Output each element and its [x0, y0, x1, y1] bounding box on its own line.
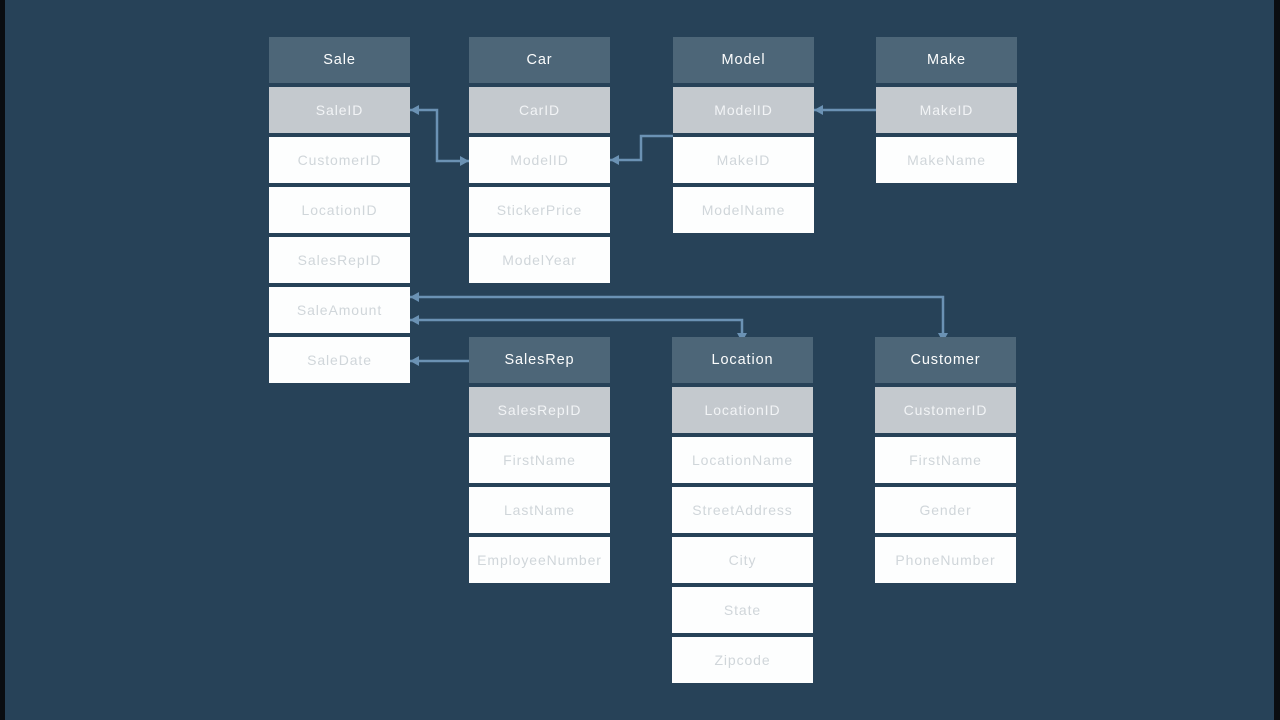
table-title-location: Location	[672, 337, 813, 383]
letterbox-bar-right	[1274, 0, 1280, 720]
field-location-city: City	[672, 537, 813, 583]
connector-arrowhead	[410, 292, 419, 302]
field-salesrep-employeenumber: EmployeeNumber	[469, 537, 610, 583]
field-make-makename: MakeName	[876, 137, 1017, 183]
table-title-model: Model	[673, 37, 814, 83]
table-title-car: Car	[469, 37, 610, 83]
connector-arrowhead	[410, 105, 419, 115]
connector-car-modelid-to-model-modelid	[610, 134, 673, 162]
connector-arrowhead	[460, 156, 469, 166]
field-car-modelyear: ModelYear	[469, 237, 610, 283]
table-title-salesrep: SalesRep	[469, 337, 610, 383]
letterbox-bar-left	[0, 0, 5, 720]
field-model-makeid: MakeID	[673, 137, 814, 183]
connector-arrowhead	[410, 315, 419, 325]
connector-sale-to-location	[410, 318, 744, 335]
connector-arrowhead	[814, 105, 823, 115]
field-customer-phonenumber: PhoneNumber	[875, 537, 1016, 583]
table-title-sale: Sale	[269, 37, 410, 83]
field-location-state: State	[672, 587, 813, 633]
connector-sale-saleid-to-car-modelid	[410, 108, 469, 163]
connector-arrowhead	[410, 356, 419, 366]
field-make-makeid: MakeID	[876, 87, 1017, 133]
field-sale-saledate: SaleDate	[269, 337, 410, 383]
field-location-locationname: LocationName	[672, 437, 813, 483]
field-customer-customerid: CustomerID	[875, 387, 1016, 433]
field-sale-saleamount: SaleAmount	[269, 287, 410, 333]
field-car-carid: CarID	[469, 87, 610, 133]
field-sale-customerid: CustomerID	[269, 137, 410, 183]
connector-sale-to-customer	[410, 295, 945, 335]
connector-arrowhead	[610, 155, 619, 165]
field-sale-locationid: LocationID	[269, 187, 410, 233]
field-sale-salesrepid: SalesRepID	[269, 237, 410, 283]
field-customer-gender: Gender	[875, 487, 1016, 533]
field-location-locationid: LocationID	[672, 387, 813, 433]
field-salesrep-salesrepid: SalesRepID	[469, 387, 610, 433]
field-salesrep-lastname: LastName	[469, 487, 610, 533]
field-location-streetaddress: StreetAddress	[672, 487, 813, 533]
field-sale-saleid: SaleID	[269, 87, 410, 133]
field-customer-firstname: FirstName	[875, 437, 1016, 483]
field-model-modelname: ModelName	[673, 187, 814, 233]
field-car-stickerprice: StickerPrice	[469, 187, 610, 233]
field-car-modelid: ModelID	[469, 137, 610, 183]
field-location-zipcode: Zipcode	[672, 637, 813, 683]
field-model-modelid: ModelID	[673, 87, 814, 133]
table-title-customer: Customer	[875, 337, 1016, 383]
field-salesrep-firstname: FirstName	[469, 437, 610, 483]
table-title-make: Make	[876, 37, 1017, 83]
